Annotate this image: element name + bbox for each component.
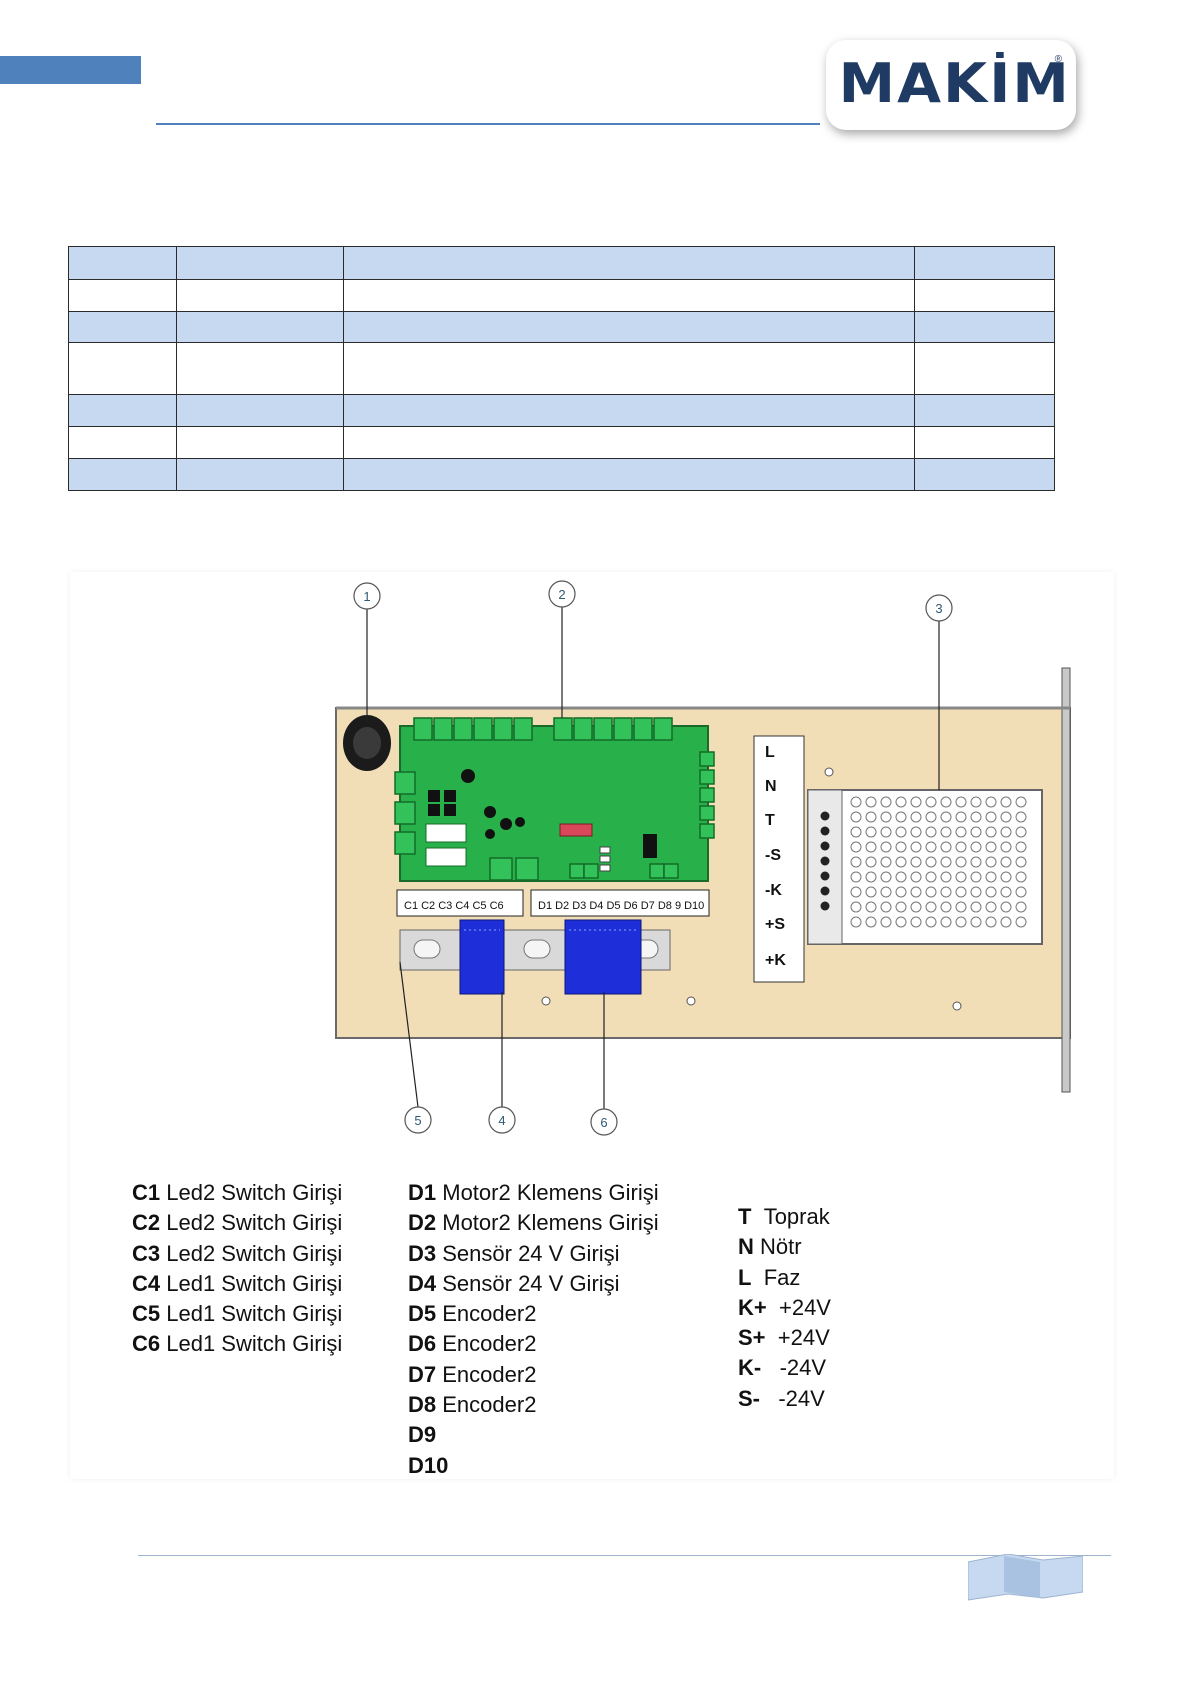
psu-terminal-screw	[820, 886, 830, 896]
c-label: C1 C2 C3 C4 C5 C6	[404, 900, 504, 912]
legend-row: K+ +24V	[738, 1294, 831, 1320]
legend-row: D5 Encoder2	[408, 1301, 537, 1327]
legend-row: D1 Motor2 Klemens Girişi	[408, 1180, 659, 1205]
callout-numbers: 1 2 3 4 5 6	[363, 587, 942, 1130]
legend-row: D3 Sensör 24 V Girişi	[408, 1240, 620, 1266]
page-number-ribbon	[968, 1554, 1083, 1601]
table-row	[68, 311, 1055, 343]
panel-drawing: C1 C2 C3 C4 C5 C6 D1 D2 D3 D4 D5 D6 D7 D…	[335, 580, 1071, 1136]
terminal-label-1: N	[765, 778, 777, 795]
psu-terminal-screw	[820, 841, 830, 851]
psu-terminal-screw	[820, 811, 830, 821]
legend-d-column: D1 Motor2 Klemens Girişi D2 Motor2 Kleme…	[408, 1178, 659, 1473]
logo-text: MAKİM	[838, 52, 1071, 115]
legend-row: K- -24V	[738, 1355, 827, 1381]
power-terminal-labels: LNT -S -K +S +K	[765, 744, 786, 969]
table-row	[68, 426, 1055, 459]
legend-row: N Nötr	[738, 1234, 802, 1260]
legend-row: S+ +24V	[738, 1325, 830, 1351]
legend-row: C5 Led1 Switch Girişi	[132, 1301, 343, 1327]
legend-row: C4 Led1 Switch Girişi	[132, 1270, 343, 1296]
callout-leaders	[366, 605, 940, 1110]
legend-row: D10	[408, 1452, 449, 1473]
legend-c-column: C1 Led2 Switch Girişi C2 Led2 Switch Gir…	[132, 1178, 342, 1360]
terminal-label-3: -S	[765, 847, 781, 864]
legend-power-column: T Toprak N Nötr L Faz K+ +24V S+ +24V K-…	[738, 1202, 831, 1414]
terminal-label-5: +S	[765, 916, 785, 933]
psu-terminal-screw	[820, 856, 830, 866]
callout-6: 6	[600, 1115, 607, 1130]
callout-5: 5	[414, 1113, 421, 1128]
legend-row: C2 Led2 Switch Girişi	[132, 1210, 343, 1236]
terminal-block-d	[564, 919, 642, 995]
legend-row: D6 Encoder2	[408, 1331, 537, 1357]
table-row	[68, 279, 1055, 312]
callout-3: 3	[935, 601, 942, 616]
callout-1: 1	[363, 589, 370, 604]
logo-registered-mark: ®	[1054, 54, 1062, 65]
psu-terminal-screw	[820, 871, 830, 881]
legend-row: L Faz	[738, 1264, 801, 1290]
legend-row: D7 Encoder2	[408, 1361, 537, 1387]
legend-row: C1 Led2 Switch Girişi	[132, 1180, 343, 1205]
footer-rule	[138, 1555, 1111, 1556]
d-label-box	[530, 889, 710, 917]
table-row	[68, 394, 1055, 427]
table-row	[68, 458, 1055, 491]
header-rule	[156, 123, 820, 125]
callout-2: 2	[558, 587, 565, 602]
psu-terminal-screw	[820, 901, 830, 911]
legend-row: D9	[408, 1422, 437, 1448]
terminal-label-4: -K	[765, 882, 782, 899]
legend-row: D8 Encoder2	[408, 1392, 537, 1418]
c-label-box	[396, 889, 524, 917]
panel-diagram: C1 C2 C3 C4 C5 C6 D1 D2 D3 D4 D5 D6 D7 D…	[70, 572, 1114, 1479]
terminal-label-6: +K	[765, 952, 786, 969]
legend-row: S- -24V	[738, 1385, 825, 1411]
terminal-label-2: T	[765, 812, 775, 829]
psu-terminal-screw	[820, 826, 830, 836]
d-label: D1 D2 D3 D4 D5 D6 D7 D8 9 D10	[538, 900, 704, 912]
table-row	[68, 342, 1055, 395]
power-terminal-label-strip	[753, 735, 805, 983]
legend-row: T Toprak	[738, 1204, 830, 1229]
legend-row: C6 Led1 Switch Girişi	[132, 1331, 343, 1357]
pcb-top-connectors	[413, 717, 673, 741]
makim-logo: MAKİM ®	[826, 40, 1076, 130]
table-row	[68, 246, 1055, 280]
legend-row: D2 Motor2 Klemens Girişi	[408, 1210, 659, 1236]
terminal-label-0: L	[765, 744, 775, 761]
callout-4: 4	[498, 1113, 505, 1128]
legend-row: C3 Led2 Switch Girişi	[132, 1240, 343, 1266]
terminal-block-c	[459, 919, 505, 995]
plate-flange	[1061, 667, 1071, 1093]
callout-circles	[353, 580, 953, 1136]
spec-table	[68, 246, 1055, 491]
legend-row: D4 Sensör 24 V Girişi	[408, 1270, 620, 1296]
header-accent-bar	[0, 56, 141, 84]
